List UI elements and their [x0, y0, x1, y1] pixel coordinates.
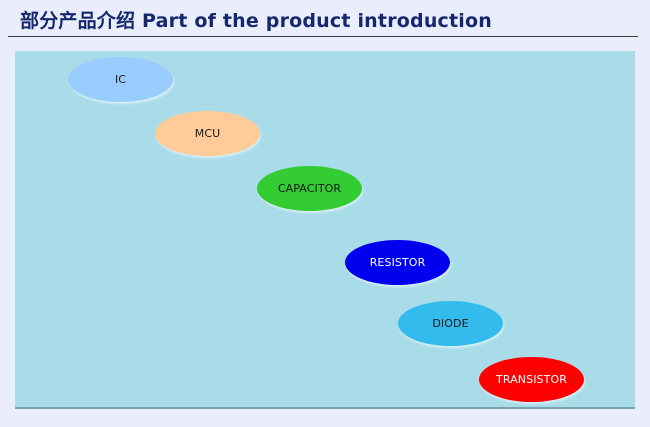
product-mcu-label: MCU	[194, 127, 221, 140]
product-panel: IC MCU CAPACITOR RESISTOR DIODE TRANSIST…	[15, 51, 635, 409]
product-capacitor-ellipse[interactable]: CAPACITOR	[257, 166, 362, 211]
product-ic-label: IC	[114, 73, 127, 86]
product-mcu-ellipse[interactable]: MCU	[155, 111, 260, 156]
product-ic-ellipse[interactable]: IC	[68, 57, 173, 102]
product-transistor-ellipse[interactable]: TRANSISTOR	[479, 357, 584, 402]
product-capacitor-label: CAPACITOR	[277, 182, 342, 195]
product-resistor-ellipse[interactable]: RESISTOR	[345, 240, 450, 285]
product-diode-label: DIODE	[432, 317, 469, 330]
page-title: 部分产品介绍 Part of the product introduction	[20, 10, 492, 32]
title-divider	[8, 36, 638, 37]
product-transistor-label: TRANSISTOR	[496, 373, 567, 386]
product-resistor-label: RESISTOR	[369, 256, 426, 269]
product-diode-ellipse[interactable]: DIODE	[398, 301, 503, 346]
